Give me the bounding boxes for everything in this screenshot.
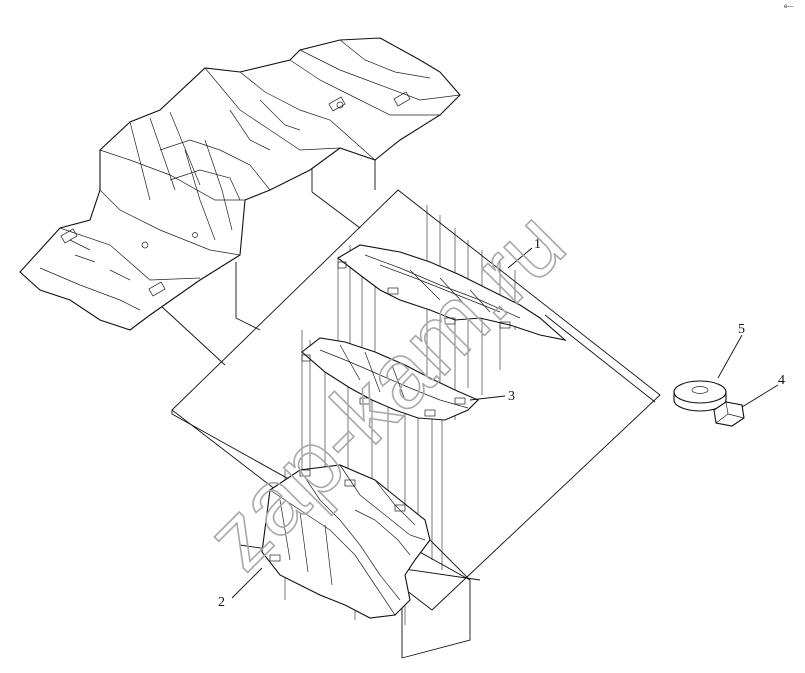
callout-1: 1 — [534, 237, 541, 252]
part-4-nut — [713, 401, 745, 427]
part-3-panel — [301, 337, 479, 421]
callout-2: 2 — [218, 595, 225, 610]
part-2-tunnel — [261, 464, 431, 619]
callout-4: 4 — [778, 373, 785, 388]
part-1-panel — [337, 244, 567, 341]
callout-5: 5 — [738, 322, 745, 337]
leader-lines — [231, 247, 779, 599]
floor-panel-assembly — [19, 37, 461, 331]
callout-3: 3 — [508, 389, 515, 404]
part-5-washer — [673, 380, 727, 412]
corner-mark: e— — [784, 4, 793, 10]
